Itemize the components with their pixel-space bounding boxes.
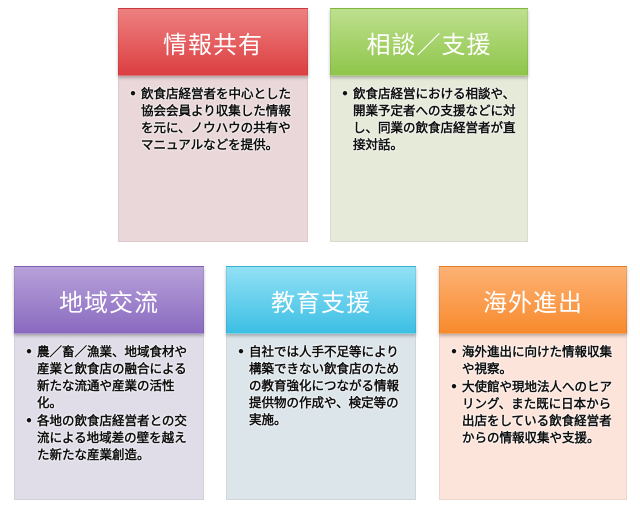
bullet-item: 農／畜／漁業、地域食材や産業と飲食店の融合による新たな流通や産業の活性化。: [25, 343, 195, 411]
card-body: 飲食店経営における相談や、開業予定者への支援などに対し、同業の飲食店経営者が直接…: [330, 74, 528, 242]
bullet-item: 飲食店経営における相談や、開業予定者への支援などに対し、同業の飲食店経営者が直接…: [341, 85, 519, 153]
bullet-item: 各地の飲食店経営者との交流による地域差の壁を越えた新たな産業創造。: [25, 412, 195, 463]
card-overseas-expansion: 海外進出 海外進出に向けた情報収集や視察。 大使館や現地法人へのヒアリング、また…: [439, 266, 627, 500]
card-header: 海外進出: [439, 266, 627, 334]
card-title: 海外進出: [483, 288, 583, 317]
card-header: 相談／支援: [330, 8, 528, 76]
card-info-sharing: 情報共有 飲食店経営者を中心とした協会会員より収集した情報を元に、ノウハウの共有…: [118, 8, 308, 242]
bullet-item: 自社では人手不足等により構築できない飲食店のための教育強化につながる情報提供物の…: [237, 343, 407, 428]
bullet-item: 飲食店経営者を中心とした協会会員より収集した情報を元に、ノウハウの共有やマニュア…: [129, 85, 299, 153]
bullet-item: 海外進出に向けた情報収集や視察。: [450, 343, 618, 377]
card-body: 海外進出に向けた情報収集や視察。 大使館や現地法人へのヒアリング、また既に日本か…: [439, 332, 627, 500]
card-header: 教育支援: [226, 266, 416, 334]
card-title: 教育支援: [271, 288, 371, 317]
card-title: 相談／支援: [366, 30, 492, 59]
card-title: 情報共有: [163, 30, 263, 59]
card-header: 地域交流: [14, 266, 204, 334]
card-education-support: 教育支援 自社では人手不足等により構築できない飲食店のための教育強化につながる情…: [226, 266, 416, 500]
bullet-item: 大使館や現地法人へのヒアリング、また既に日本から出店をしている飲食経営者からの情…: [450, 378, 618, 446]
card-body: 農／畜／漁業、地域食材や産業と飲食店の融合による新たな流通や産業の活性化。 各地…: [14, 332, 204, 500]
card-consultation-support: 相談／支援 飲食店経営における相談や、開業予定者への支援などに対し、同業の飲食店…: [330, 8, 528, 242]
card-title: 地域交流: [59, 288, 159, 317]
card-regional-exchange: 地域交流 農／畜／漁業、地域食材や産業と飲食店の融合による新たな流通や産業の活性…: [14, 266, 204, 500]
card-body: 自社では人手不足等により構築できない飲食店のための教育強化につながる情報提供物の…: [226, 332, 416, 500]
card-body: 飲食店経営者を中心とした協会会員より収集した情報を元に、ノウハウの共有やマニュア…: [118, 74, 308, 242]
card-header: 情報共有: [118, 8, 308, 76]
